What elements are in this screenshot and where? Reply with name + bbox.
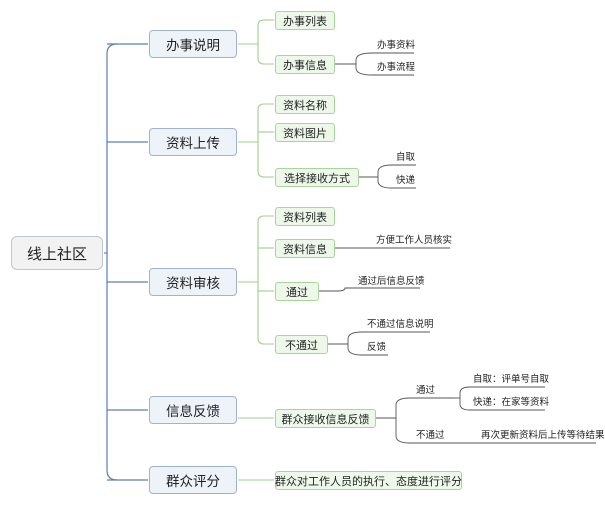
branch-label: 资料审核 [166, 276, 220, 292]
connector-main-sub [257, 19, 274, 65]
root-label: 线上社区 [26, 244, 87, 263]
sub-node[interactable]: 选择接收方式 [275, 168, 359, 187]
branch-node[interactable]: 群众评分 [149, 466, 237, 494]
leaf-label[interactable]: 快递 [396, 175, 416, 186]
branch-node[interactable]: 资料上传 [149, 128, 237, 156]
leaf-label[interactable]: 再次更新资料后上传等待结果 [481, 430, 605, 441]
sub-label: 资料列表 [283, 210, 327, 224]
connector-main-sub [257, 215, 274, 345]
sub-label: 办事列表 [283, 14, 327, 28]
sub-node[interactable]: 办事信息 [275, 55, 335, 74]
sub-label: 资料信息 [283, 242, 327, 256]
connector-leaf [347, 331, 388, 356]
sub-node[interactable]: 群众接收信息反馈 [275, 409, 376, 428]
connector-leaf [355, 52, 414, 76]
sub-label: 不通过 [285, 338, 318, 352]
leaf-label[interactable]: 方便工作人员核实 [376, 235, 453, 246]
sub-node[interactable]: 资料列表 [275, 207, 335, 226]
leaf-label[interactable]: 办事资料 [377, 40, 416, 51]
branch-label: 资料上传 [166, 136, 220, 152]
branch-label: 办事说明 [166, 38, 220, 54]
sub-label: 群众对工作人员的执行、态度进行评分 [275, 474, 462, 488]
sub-node[interactable]: 资料名称 [275, 95, 335, 114]
branch-label: 群众评分 [166, 474, 220, 490]
leaf-label[interactable]: 不通过 [416, 430, 445, 441]
leaf-label[interactable]: 不通过信息说明 [367, 319, 434, 330]
leaf-label[interactable]: 通过 [416, 385, 436, 396]
root-node[interactable]: 线上社区 [11, 236, 103, 270]
sub-node[interactable]: 资料信息 [275, 239, 335, 258]
leaf-label[interactable]: 自取 [396, 152, 416, 163]
leaf-label[interactable]: 办事流程 [377, 62, 416, 73]
sub-label: 资料图片 [283, 126, 327, 140]
sub-label: 办事信息 [283, 58, 327, 72]
connector-leaf [459, 386, 545, 411]
connector-leaf [319, 287, 420, 292]
branch-node[interactable]: 办事说明 [149, 30, 237, 58]
sub-node[interactable]: 群众对工作人员的执行、态度进行评分 [275, 471, 462, 490]
sub-label: 通过 [286, 285, 308, 299]
branch-node[interactable]: 资料审核 [149, 268, 237, 296]
sub-node[interactable]: 办事列表 [275, 11, 335, 30]
leaf-label[interactable]: 反馈 [367, 342, 387, 353]
branch-node[interactable]: 信息反馈 [149, 396, 237, 424]
sub-node[interactable]: 不通过 [275, 335, 328, 354]
connector-leaf [377, 164, 416, 189]
leaf-label[interactable]: 快递：在家等资料 [473, 397, 550, 408]
sub-node[interactable]: 资料图片 [275, 123, 335, 142]
leaf-label[interactable]: 通过后信息反馈 [358, 276, 425, 287]
connector-leaf [395, 397, 411, 444]
sub-node[interactable]: 通过 [275, 282, 319, 301]
connector-main-sub [257, 103, 274, 178]
sub-label: 选择接收方式 [284, 171, 350, 185]
branch-label: 信息反馈 [166, 404, 220, 420]
leaf-label[interactable]: 自取：评单号自取 [473, 374, 550, 385]
sub-label: 资料名称 [283, 98, 327, 112]
connector-root-trunk [106, 43, 118, 481]
sub-label: 群众接收信息反馈 [281, 412, 370, 426]
